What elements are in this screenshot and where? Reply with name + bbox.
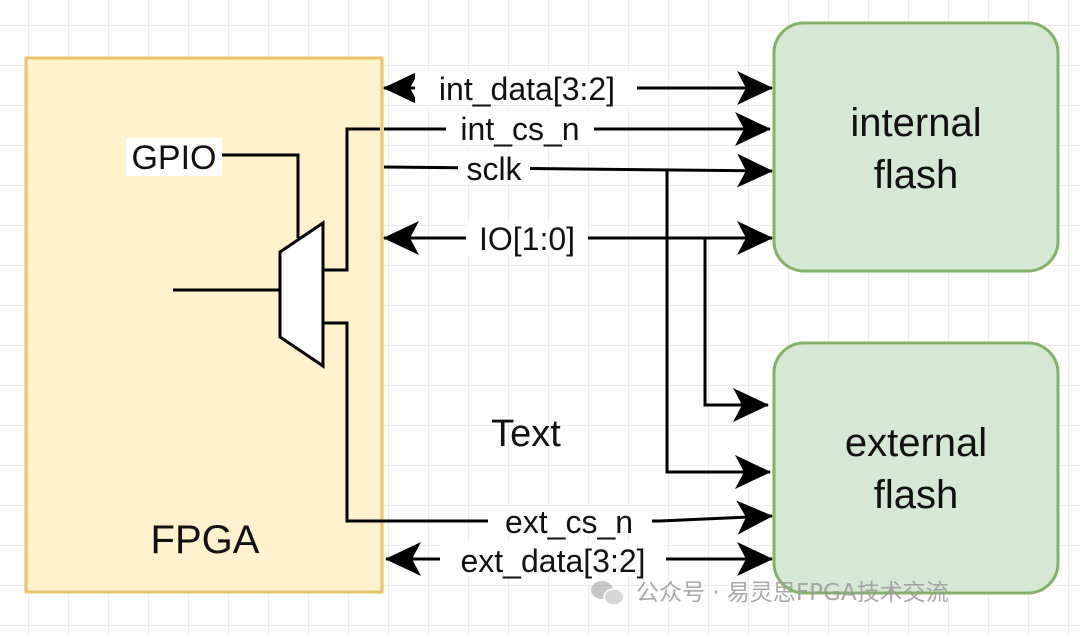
gpio-wire	[222, 153, 300, 238]
int-cs-n-label-bg	[446, 113, 594, 145]
mux-symbol	[278, 220, 325, 369]
ext-data-label: ext_data[3:2]	[460, 543, 645, 579]
fpga-label: FPGA	[151, 518, 260, 562]
io-label: IO[1:0]	[479, 221, 575, 257]
ext-cs-n-label-bg	[488, 506, 652, 536]
sclk-label: sclk	[466, 151, 522, 187]
internal-flash-label-1: internal	[850, 101, 981, 145]
external-flash-label-2: flash	[874, 473, 959, 517]
text-label: Text	[491, 413, 561, 455]
external-flash-label-1: external	[845, 421, 987, 465]
int-data-label: int_data[3:2]	[439, 71, 615, 107]
sclk-line	[383, 153, 773, 188]
gpio-label-bg	[126, 138, 222, 176]
watermark-text: 公众号 · 易灵思FPGA技术交流	[636, 580, 949, 606]
internal-flash-block	[772, 21, 1060, 273]
ext-data-label-bg	[440, 542, 666, 576]
internal-flash-label-2: flash	[874, 153, 959, 197]
sclk-branch-wire	[665, 169, 771, 489]
io-label-bg	[466, 221, 588, 255]
sclk-label-bg	[458, 152, 530, 184]
int-cs-n-label: int_cs_n	[460, 111, 579, 147]
ext-cs-n-label: ext_cs_n	[505, 504, 633, 540]
int-cs-n-wire	[323, 127, 380, 272]
wechat-icon	[591, 581, 625, 606]
gpio-label: GPIO	[131, 139, 216, 177]
io-branch-wire	[703, 238, 769, 422]
int-data-label-bg	[415, 71, 637, 105]
external-flash-block	[772, 341, 1060, 595]
ext-cs-n-line	[659, 500, 773, 535]
